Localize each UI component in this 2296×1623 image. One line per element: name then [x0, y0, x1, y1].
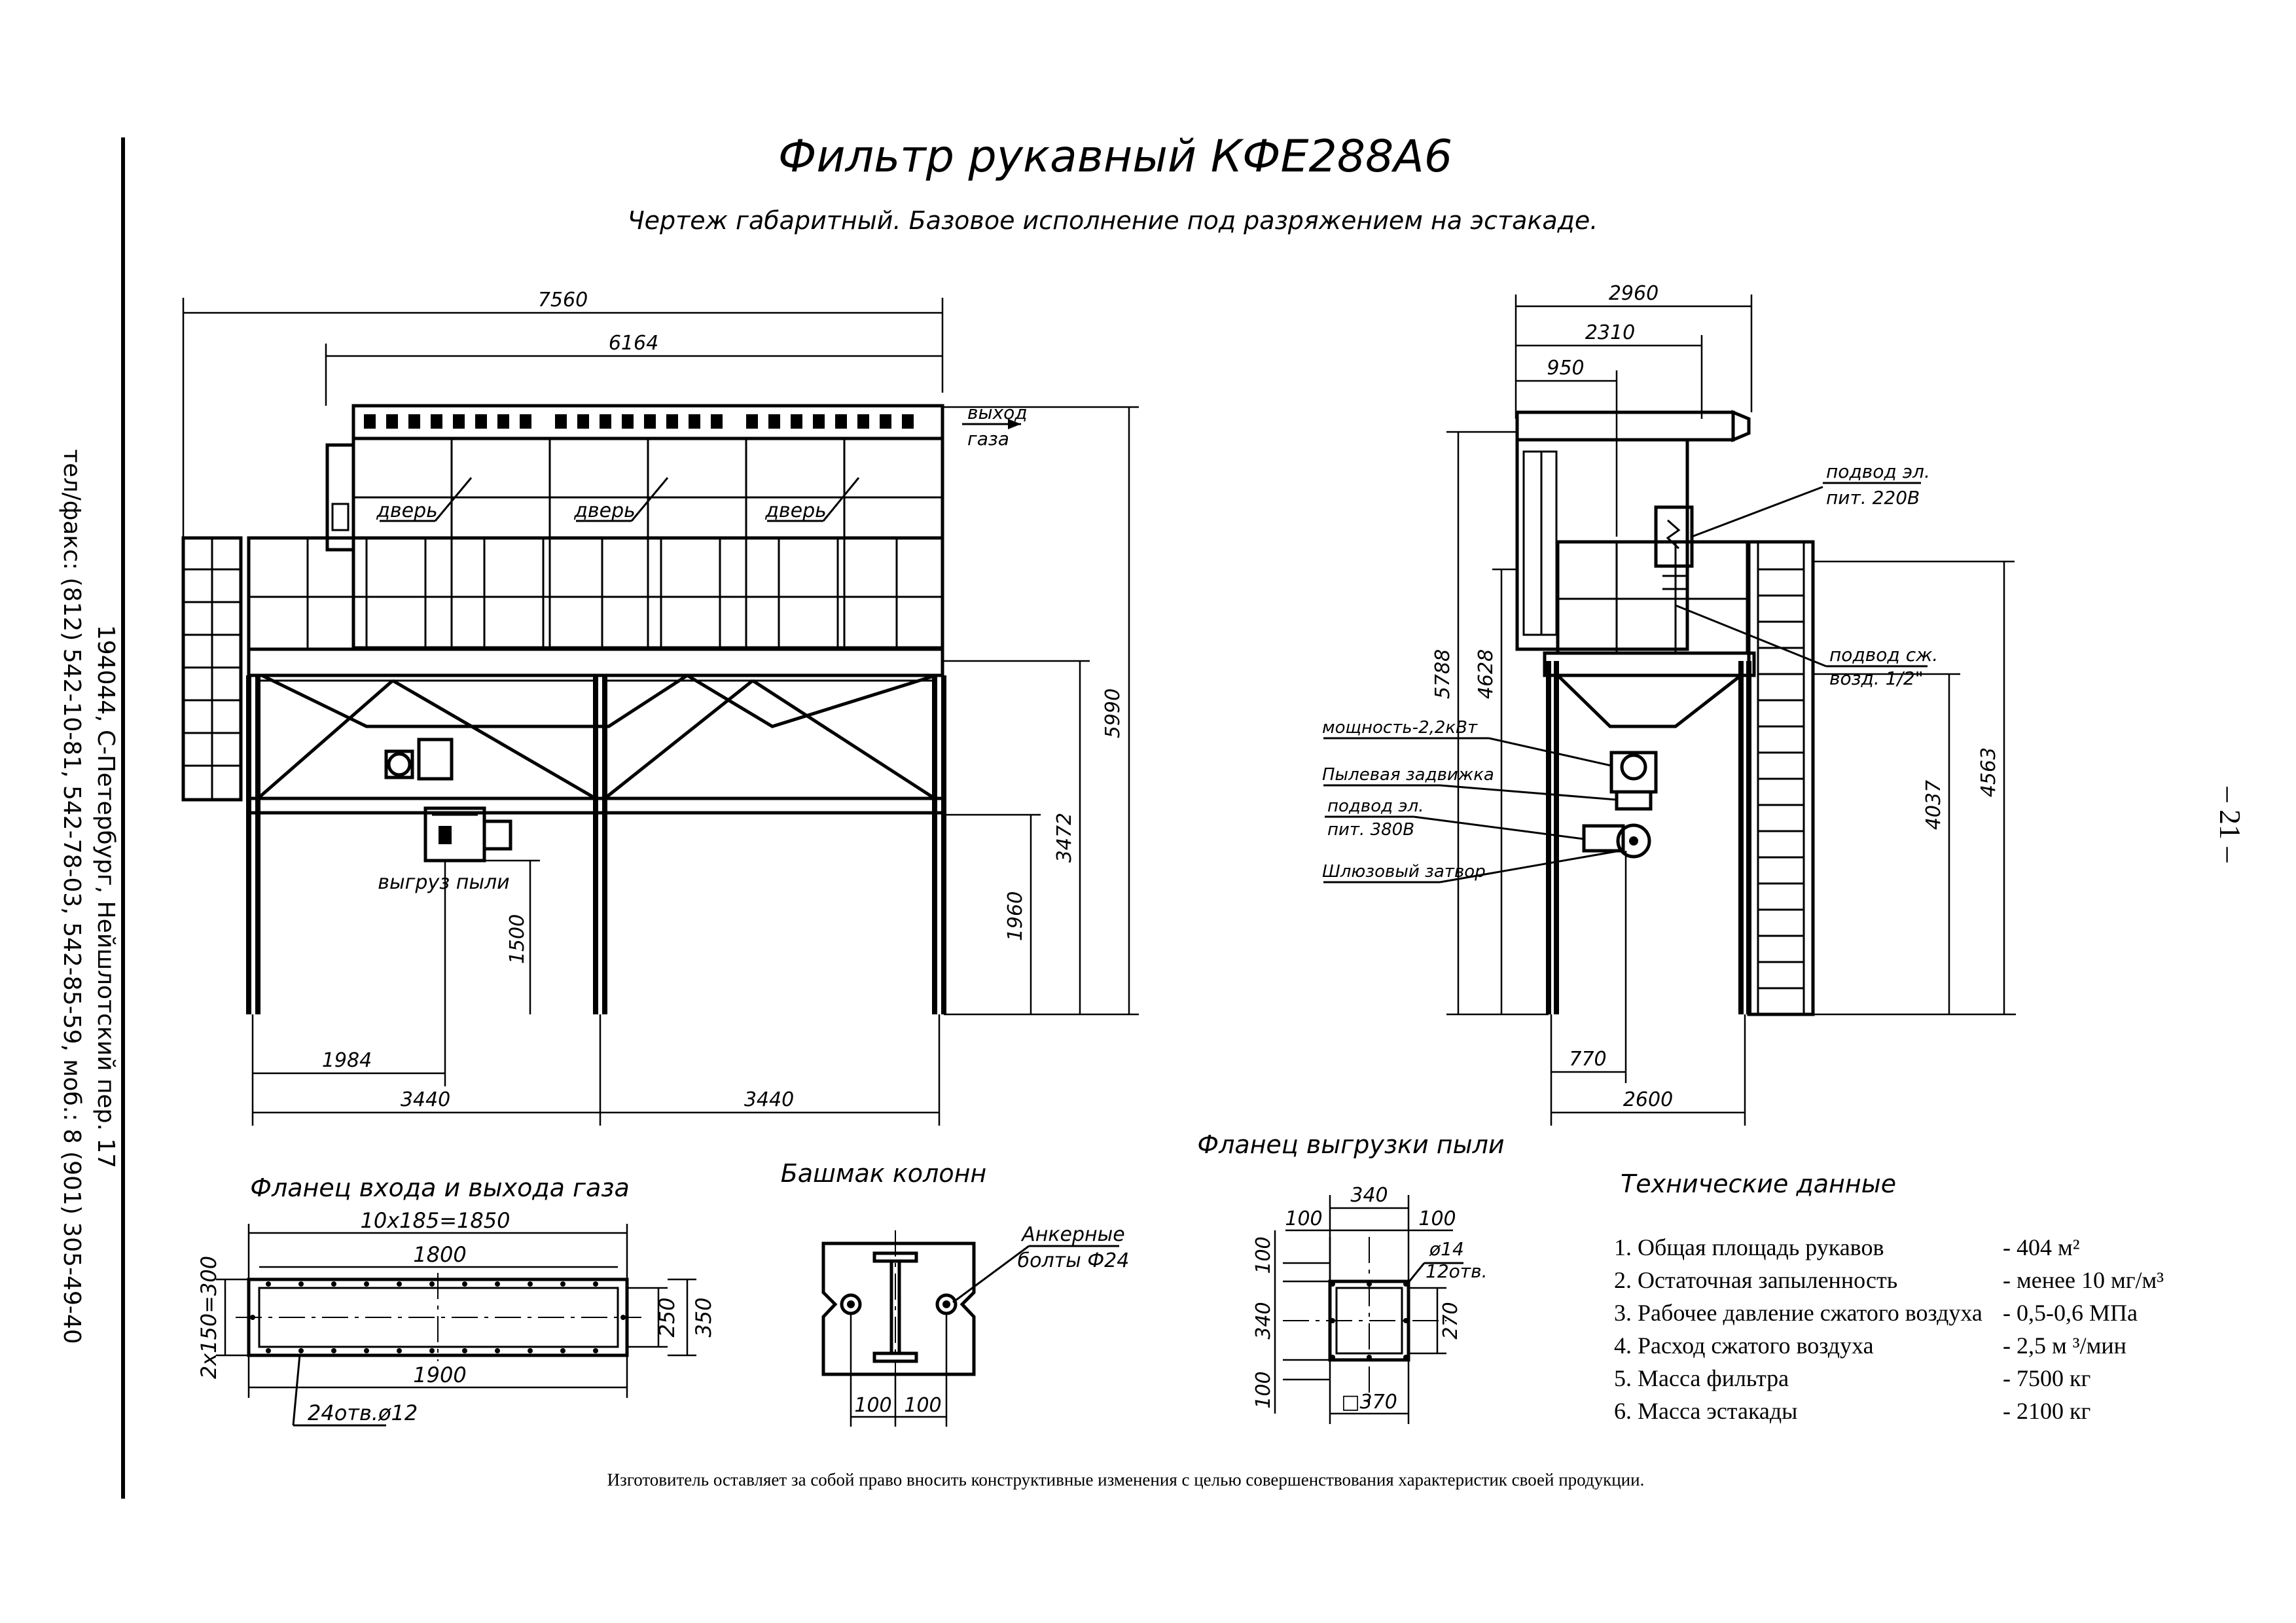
dim-4037: 4037 [1922, 780, 1945, 830]
dim-3472: 3472 [1053, 813, 1076, 863]
tech-data-row-4-value: - 2,5 м ³/мин [2003, 1332, 2126, 1359]
anchor-label-1: Анкерные [1020, 1223, 1125, 1246]
dust-flange-holes-diam: ø14 [1429, 1238, 1464, 1260]
tech-data-row-2-value: - менее 10 мг/м³ [2003, 1267, 2164, 1293]
dim-4563: 4563 [1977, 747, 2000, 797]
column-shoe-dim-left: 100 [854, 1394, 891, 1417]
dust-valve-label: Пылевая задвижка [1322, 765, 1494, 785]
gas-flange-dim-top: 10x185=1850 [361, 1208, 511, 1233]
dim-7560: 7560 [538, 289, 588, 312]
dim-5788: 5788 [1431, 649, 1454, 699]
front-view: 7560 6164 дверь [181, 289, 1139, 1126]
door-label-3: дверь [764, 499, 827, 522]
power-220-label-2: пит. 220В [1826, 487, 1920, 508]
tech-data-row-5-name: 5. Масса фильтра [1614, 1365, 1789, 1391]
tech-data-row-2-name: 2. Остаточная запыленность [1614, 1267, 1897, 1293]
power-220-label-1: подвод эл. [1826, 461, 1930, 482]
gas-flange-dim-350: 350 [691, 1297, 716, 1337]
gas-flange-dim-inner: 1800 [413, 1242, 466, 1267]
dust-flange: Фланец выгрузки пыли 340 100 100 100 340 [1197, 1130, 1505, 1424]
tech-data-row: 6. Масса эстакады - 2100 кг [1614, 1398, 2090, 1424]
address-block: 194044, С-Петербург, Нейшлотский пер. 17 [92, 625, 119, 1168]
ladder-rungs [1758, 568, 1804, 990]
dim-950: 950 [1547, 357, 1584, 380]
gas-flange-dim-left: 2x150=300 [196, 1256, 221, 1379]
phones-block: тел/факс: (812) 542-10-81, 542-78-03, 54… [58, 449, 85, 1344]
tech-data-row: 5. Масса фильтра - 7500 кг [1614, 1365, 2090, 1391]
side-view: 2960 2310 950 [1322, 282, 2016, 1126]
tech-data-row-3-value: - 0,5-0,6 МПа [2003, 1300, 2138, 1326]
column-shoe-dim-right: 100 [904, 1394, 941, 1417]
anchor-label-2: болты Ф24 [1018, 1249, 1130, 1272]
footer-note: Изготовитель оставляет за собой право вн… [607, 1470, 1645, 1489]
dust-flange-holes [1330, 1281, 1408, 1360]
dust-flange-dim-340-top: 340 [1350, 1184, 1388, 1207]
tech-data: Технические данные 1. Общая площадь рука… [1614, 1169, 2164, 1424]
air-label-2: возд. 1/2" [1829, 668, 1924, 689]
dim-4628: 4628 [1475, 649, 1498, 699]
power-380-label-1: подвод эл. [1327, 796, 1424, 816]
door-label-2: дверь [573, 499, 636, 522]
dim-770: 770 [1569, 1048, 1606, 1071]
motor-power-label: мощность-2,2кВт [1322, 718, 1478, 738]
tech-data-row-6-value: - 2100 кг [2003, 1398, 2090, 1424]
gas-outlet-label-1: выход [967, 402, 1028, 423]
dust-discharge-label: выгруз пыли [378, 871, 509, 894]
tech-data-row-4-name: 4. Расход сжатого воздуха [1614, 1332, 1874, 1359]
tech-data-row: 3. Рабочее давление сжатого воздуха - 0,… [1614, 1300, 2138, 1326]
tech-data-row-1-name: 1. Общая площадь рукавов [1614, 1234, 1884, 1260]
gas-flange: Фланец входа и выхода газа 10x185=1850 1… [196, 1173, 716, 1427]
tech-data-row-5-value: - 7500 кг [2003, 1365, 2090, 1391]
power-380-label-2: пит. 380В [1327, 820, 1414, 840]
dim-5990: 5990 [1102, 688, 1124, 738]
column-shoe: Башмак колонн Анкерные болты Ф24 100 100 [781, 1159, 1130, 1427]
tech-data-title: Технические данные [1621, 1169, 1896, 1198]
gas-flange-dim-outer: 1900 [413, 1363, 466, 1387]
tech-data-row-3-name: 3. Рабочее давление сжатого воздуха [1614, 1300, 1982, 1326]
tech-data-row: 4. Расход сжатого воздуха - 2,5 м ³/мин [1614, 1332, 2126, 1359]
filter-cartridges [364, 414, 914, 429]
page-title: Фильтр рукавный КФЕ288А6 [778, 131, 1452, 183]
dim-2600: 2600 [1623, 1088, 1673, 1111]
dim-1960: 1960 [1004, 891, 1027, 941]
door-label-1: дверь [376, 499, 438, 522]
dust-flange-dim-100-left-top: 100 [1252, 1236, 1275, 1274]
tech-data-row: 2. Остаточная запыленность - менее 10 мг… [1614, 1267, 2164, 1293]
air-label-1: подвод сж. [1829, 644, 1938, 666]
dim-1984: 1984 [322, 1049, 372, 1072]
page-number: – 21 – [2214, 787, 2247, 863]
dust-flange-dim-370: □370 [1341, 1391, 1397, 1414]
tech-data-row: 1. Общая площадь рукавов - 404 м² [1614, 1234, 2080, 1260]
dust-flange-dim-100-left-bottom: 100 [1252, 1371, 1275, 1408]
dim-2310: 2310 [1585, 321, 1635, 344]
tech-data-row-6-name: 6. Масса эстакады [1614, 1398, 1797, 1424]
gas-outlet-label-2: газа [967, 428, 1009, 450]
phones-text: тел/факс: (812) 542-10-81, 542-78-03, 54… [58, 449, 85, 1344]
tech-data-row-1-value: - 404 м² [2003, 1234, 2080, 1260]
gas-flange-dim-250: 250 [655, 1297, 679, 1337]
gas-flange-title: Фланец входа и выхода газа [250, 1173, 630, 1202]
address-text: 194044, С-Петербург, Нейшлотский пер. 17 [92, 625, 119, 1168]
dust-flange-dim-270: 270 [1439, 1302, 1462, 1339]
dim-3440-left: 3440 [401, 1088, 450, 1111]
page-subtitle: Чертеж габаритный. Базовое исполнение по… [628, 206, 1598, 235]
gas-flange-holes [250, 1281, 626, 1353]
gas-flange-holes-label: 24отв.ø12 [308, 1400, 418, 1425]
dust-flange-dim-100-top-right: 100 [1418, 1207, 1456, 1230]
dim-1500: 1500 [506, 914, 529, 964]
dim-3440-right: 3440 [744, 1088, 794, 1111]
dust-flange-title: Фланец выгрузки пыли [1197, 1130, 1504, 1159]
dim-2960: 2960 [1609, 282, 1659, 305]
page-number-block: – 21 – [2214, 787, 2247, 863]
dust-flange-dim-340-left: 340 [1252, 1302, 1275, 1339]
dust-flange-dim-100-top-left: 100 [1285, 1207, 1322, 1230]
column-shoe-title: Башмак колонн [781, 1159, 987, 1188]
dim-6164: 6164 [609, 332, 658, 355]
